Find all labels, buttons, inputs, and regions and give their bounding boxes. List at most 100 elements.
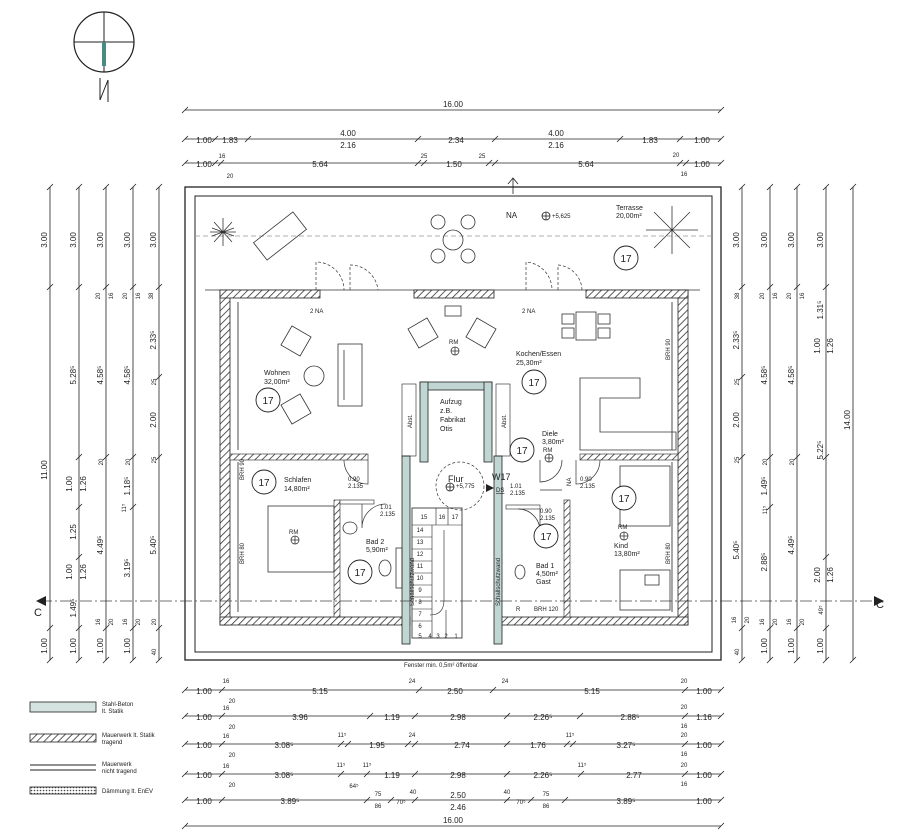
room-area: 20,00m²	[616, 213, 642, 220]
legend-label: Stahl-Beton	[102, 702, 133, 708]
section-label-left: C	[34, 607, 42, 619]
dim-label: 16	[109, 292, 115, 299]
dim-label: 11⁵	[566, 732, 575, 739]
r-label: R	[516, 607, 521, 613]
room-number: 17	[620, 254, 632, 265]
room-name: Schlafen	[284, 477, 311, 484]
room-number-labels: 17 17 17 17 17 17 17 17	[258, 254, 632, 579]
level-label: +5,625	[552, 214, 571, 220]
stair-step: 8	[418, 600, 422, 606]
room-note: Gast	[536, 579, 551, 586]
legend: Stahl-Beton lt. Statik Mauerwerk lt. Sta…	[102, 702, 156, 795]
dim-label: 25	[421, 154, 428, 160]
legend-label: nicht tragend	[102, 769, 137, 775]
dim-label: 86	[375, 804, 382, 810]
dim-label: 2.98	[450, 771, 466, 780]
dim-label: 40	[152, 648, 158, 655]
dim-label: 1.18⁵	[123, 477, 132, 496]
dim-label: 4.49⁵	[96, 536, 105, 555]
stair-step: 15	[421, 515, 428, 521]
door-dim: 2.135	[380, 512, 396, 518]
door-dim: 2.135	[348, 484, 364, 490]
north-arrow-icon	[73, 11, 135, 102]
dim-label: 1.00	[196, 713, 212, 722]
door-dim: 2.135	[510, 491, 526, 497]
terrace-doors	[315, 261, 583, 291]
rm-label: RM	[618, 525, 627, 531]
dim-label: 16	[223, 706, 230, 712]
dim-label: 16	[800, 292, 806, 299]
room-area: 3,80m²	[542, 439, 564, 446]
room-name: Diele	[542, 431, 558, 438]
plant-icon	[210, 218, 236, 246]
dim-label: 20	[760, 292, 766, 299]
dim-label: 2.33⁵	[732, 331, 741, 350]
dim-label: 2.00	[813, 567, 822, 583]
room-name: Wohnen	[264, 370, 290, 377]
stair-step: 17	[452, 515, 459, 521]
na-label: 2 NA	[522, 309, 535, 315]
dim-label: 49⁵	[818, 605, 825, 615]
dim-label: 20	[787, 292, 793, 299]
dim-label: 16	[223, 764, 230, 770]
dim-label: 40	[410, 790, 417, 796]
dim-label: 11⁵	[121, 503, 128, 512]
stair-step: 16	[439, 515, 446, 521]
brh-label: BRH 90	[240, 458, 246, 480]
room-number: 17	[528, 378, 540, 389]
dim-label: 16	[136, 292, 142, 299]
dim-label: 24	[502, 679, 509, 685]
abst-label: Abst.	[502, 414, 508, 428]
dim-label: 1.16	[696, 713, 712, 722]
dim-label: 1.31⁵	[816, 301, 825, 320]
turning-circle	[435, 461, 485, 511]
dim-label: 1.00	[196, 687, 212, 696]
dim-label: 2.33⁵	[149, 331, 158, 350]
dim-label: 20	[763, 458, 769, 465]
dim-label: 3.00	[123, 232, 132, 248]
dim-label: 2.16	[548, 141, 564, 150]
dim-label: 75	[375, 792, 382, 798]
dim-label: 24	[409, 679, 416, 685]
dim-label: 20	[136, 618, 142, 625]
smoke-detector-icon	[290, 346, 629, 545]
abst-label: Abst.	[408, 414, 414, 428]
stair-step: 9	[418, 588, 422, 594]
brh-label: BRH 90	[666, 338, 672, 360]
na-arrow-icon	[507, 177, 519, 194]
plant-icon	[646, 206, 698, 254]
dim-label: 2.50	[447, 687, 463, 696]
dim-label: 3.00	[732, 232, 741, 248]
dim-label: 1.95	[369, 741, 385, 750]
dim-label: 2.00	[149, 412, 158, 428]
dim-label: 20	[681, 763, 688, 769]
room-area: 32,00m²	[264, 379, 290, 386]
dim-label: 3.00	[816, 232, 825, 248]
dim-label: 1.00	[696, 771, 712, 780]
dim-label: 5.64	[578, 160, 594, 169]
dim-label: 11⁵	[337, 762, 346, 769]
room-number: 17	[516, 446, 528, 457]
door-dim: 2.135	[580, 484, 596, 490]
stair-step: 11	[417, 564, 424, 570]
dim-label: 1.00	[760, 638, 769, 654]
dim-label: 1.76	[530, 741, 546, 750]
dim-label: 16	[760, 618, 766, 625]
dim-label: 2.46	[450, 803, 466, 812]
rm-label: RM	[289, 530, 298, 536]
door-dim: 1.01	[510, 484, 522, 490]
door-dim: 0.90	[540, 509, 552, 515]
legend-label: Mauerwerk lt. Statik	[102, 733, 156, 739]
dim-label: 20	[123, 292, 129, 299]
dim-label: 2.88⁵	[760, 553, 769, 572]
dim-label: 5.40⁵	[149, 536, 158, 555]
dim-label: 1.00	[96, 638, 105, 654]
dim-label: 24	[409, 733, 416, 739]
legend-swatches	[29, 701, 97, 795]
na-label: NA	[506, 211, 518, 220]
na-label: 2 NA	[310, 309, 323, 315]
dim-label: 1.00	[694, 136, 710, 145]
dim-label: 1.19	[384, 713, 400, 722]
dim-label: 25	[152, 456, 158, 463]
stair-step: 6	[418, 624, 422, 630]
